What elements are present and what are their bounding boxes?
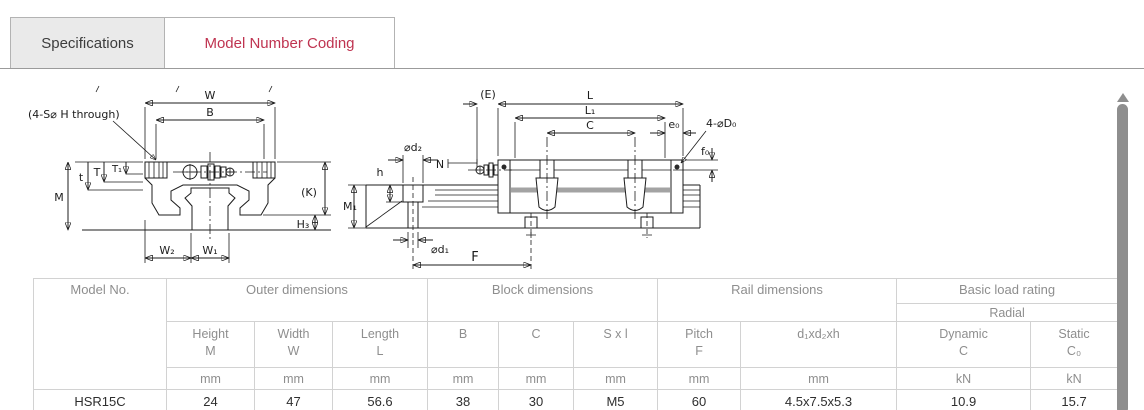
dim-label-k: (K) — [301, 186, 317, 199]
header-block-dimensions: Block dimensions — [426, 278, 659, 322]
dim-label-d2: ⌀d₂ — [404, 141, 422, 154]
front-view-note: (4-S⌀ H through) — [28, 108, 120, 121]
col-d1xd2xh: d₁xd₂xh — [740, 321, 898, 368]
dim-label-h: h — [377, 166, 384, 179]
dim-label-t: T — [93, 166, 101, 179]
unit-d1xd2xh: mm — [740, 367, 898, 390]
dim-label-m1: M₁ — [343, 200, 357, 213]
cell-static: 15.7 — [1030, 389, 1119, 410]
unit-dynamic: kN — [896, 367, 1032, 390]
cell-pitch: 60 — [657, 389, 742, 410]
tab-specifications[interactable]: Specifications — [10, 17, 165, 68]
cell-sxl: M5 — [572, 389, 659, 410]
side-view-drawing: (E) L L₁ C e₀ 4-⌀D₀ — [343, 88, 737, 269]
tab-specifications-label: Specifications — [41, 34, 134, 52]
dim-label-b: B — [206, 106, 214, 119]
dim-label-f0: f₀ — [701, 145, 710, 158]
unit-c: mm — [498, 367, 574, 390]
cell-height: 24 — [166, 389, 255, 410]
unit-sxl: mm — [572, 367, 659, 390]
unit-length: mm — [332, 367, 428, 390]
unit-width: mm — [254, 367, 333, 390]
table-unit-row: mm mm mm mm mm mm mm mm kN kN — [34, 367, 1119, 390]
unit-height: mm — [166, 367, 255, 390]
dim-label-w: W — [205, 89, 216, 102]
col-b: B — [427, 321, 499, 368]
front-view-part — [82, 152, 331, 242]
dim-label-m: M — [54, 191, 64, 204]
front-view-stray-ticks — [95, 85, 273, 93]
dim-label-t1: T₁ — [111, 164, 122, 175]
dim-label-e0: e₀ — [668, 118, 680, 131]
dim-label-h3: H₃ — [297, 218, 310, 231]
header-outer-dimensions: Outer dimensions — [166, 278, 428, 322]
header-radial: Radial — [896, 303, 1119, 322]
dim-label-l1: L₁ — [585, 104, 596, 117]
front-view-drawing: W B (4-S⌀ H through) M t T — [28, 85, 331, 263]
scrollbar-up-arrow-icon[interactable] — [1117, 93, 1129, 102]
scrollbar-thumb[interactable] — [1117, 104, 1128, 410]
header-basic-load-rating: Basic load rating — [896, 278, 1119, 304]
dim-label-l: L — [587, 89, 594, 102]
cell-dynamic: 10.9 — [896, 389, 1032, 410]
col-c: C — [498, 321, 574, 368]
cell-length: 56.6 — [332, 389, 428, 410]
unit-b: mm — [427, 367, 499, 390]
table-group-row: Model No. Outer dimensions Block dimensi… — [33, 278, 1119, 390]
dim-label-w2: W₂ — [159, 244, 174, 257]
header-model-no: Model No. — [33, 278, 167, 390]
cell-d1xd2xh: 4.5x7.5x5.3 — [740, 389, 898, 410]
cell-model: HSR15C — [33, 389, 167, 410]
unit-pitch: mm — [657, 367, 742, 390]
dim-label-e: (E) — [480, 88, 496, 101]
tab-model-number-coding-label: Model Number Coding — [204, 34, 355, 52]
cell-c: 30 — [498, 389, 574, 410]
col-sxl: S x l — [572, 321, 659, 368]
table-row-hsr15c: HSR15C 24 47 56.6 38 30 M5 60 4.5x7.5x5.… — [33, 389, 1119, 410]
tab-model-number-coding[interactable]: Model Number Coding — [165, 17, 395, 68]
dim-label-d1: ⌀d₁ — [431, 243, 449, 256]
side-view-dimensions: (E) L L₁ C e₀ 4-⌀D₀ — [343, 88, 737, 269]
cell-b: 38 — [427, 389, 499, 410]
header-rail-dimensions: Rail dimensions — [657, 278, 898, 322]
side-view-part — [365, 137, 701, 238]
dim-label-t-small: t — [79, 171, 84, 184]
dim-label-w1: W₁ — [202, 244, 217, 257]
unit-static: kN — [1030, 367, 1119, 390]
dim-label-n: N — [436, 158, 444, 171]
spec-table: Model No. Outer dimensions Block dimensi… — [33, 278, 1119, 410]
dim-label-c: C — [586, 119, 594, 132]
tab-bar: Specifications Model Number Coding — [0, 0, 1144, 69]
cell-width: 47 — [254, 389, 333, 410]
front-view-dimensions: W B (4-S⌀ H through) M t T — [28, 89, 331, 263]
technical-drawings: W B (4-S⌀ H through) M t T — [0, 68, 1144, 273]
note-label-d0: 4-⌀D₀ — [706, 117, 737, 130]
dim-label-f: F — [471, 250, 478, 265]
